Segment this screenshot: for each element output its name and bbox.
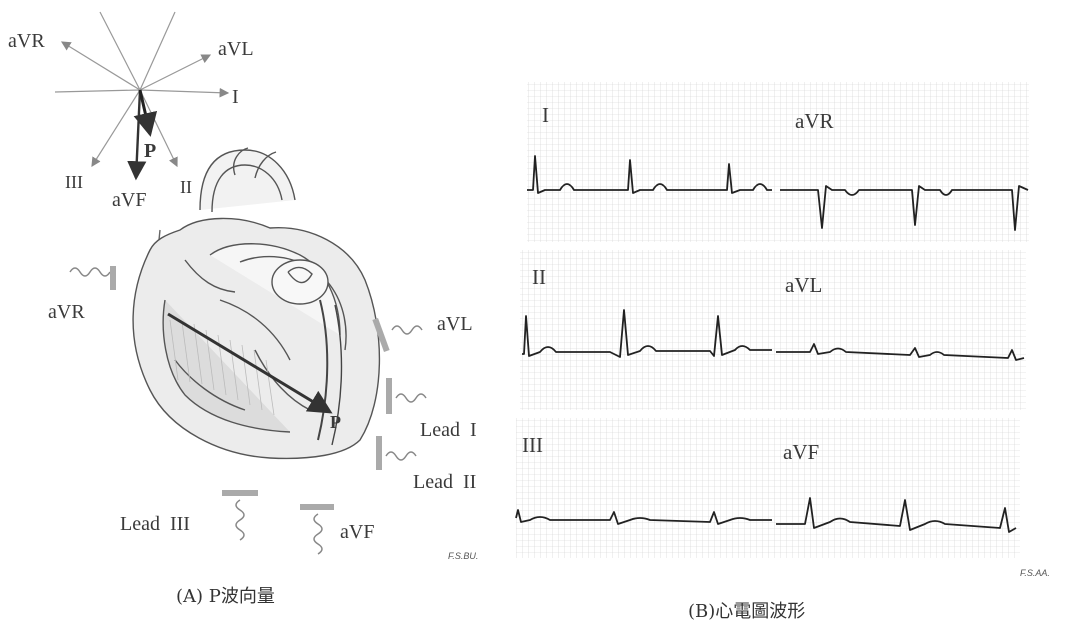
electrode-label-lead-iii: Lead III (120, 513, 190, 535)
strip-label-iii: III (522, 433, 543, 457)
axis-label-iii: III (65, 172, 83, 192)
electrode-label-avl: aVL (437, 313, 473, 335)
electrode-avr-icon (70, 266, 116, 290)
panel-b-caption: (B)心電圖波形 (688, 597, 805, 623)
p-vector-arrow (140, 90, 150, 134)
panel-a-caption: (A) P波向量 (176, 582, 275, 608)
panel-a-credit: F.S.BU. (448, 551, 478, 561)
axis-label-p: P (144, 140, 156, 162)
axis-label-i: I (232, 86, 239, 108)
panel-b-credit: F.S.AA. (1020, 568, 1050, 578)
strip-label-ii: II (532, 265, 546, 289)
electrode-lead-ii-icon (376, 436, 416, 470)
strip-label-i: I (542, 103, 549, 127)
strip-label-avl: aVL (785, 273, 822, 297)
electrode-label-avr: aVR (48, 301, 85, 323)
electrode-label-avf: aVF (340, 521, 374, 543)
axis-label-avf: aVF (112, 189, 146, 211)
electrode-label-lead-i: Lead I (420, 419, 477, 441)
ecg-panel: I aVR II aVL III aVF F.S.AA. (516, 82, 1050, 578)
electrode-label-lead-ii: Lead II (413, 471, 476, 493)
axis-label-ii: II (180, 177, 192, 197)
heart-illustration (133, 148, 379, 458)
ecg-grid-background (516, 82, 1029, 558)
axis-label-avl: aVL (218, 38, 254, 60)
heart-vector-label: P (330, 412, 341, 432)
electrode-lead-iii-icon (222, 490, 258, 540)
strip-label-avr: aVR (795, 109, 834, 133)
electrode-lead-i-icon (386, 378, 426, 414)
strip-label-avf: aVF (783, 440, 819, 464)
axis-label-avr: aVR (8, 30, 45, 52)
electrode-avf-icon (300, 504, 334, 554)
avf-axis-arrow (136, 90, 140, 178)
